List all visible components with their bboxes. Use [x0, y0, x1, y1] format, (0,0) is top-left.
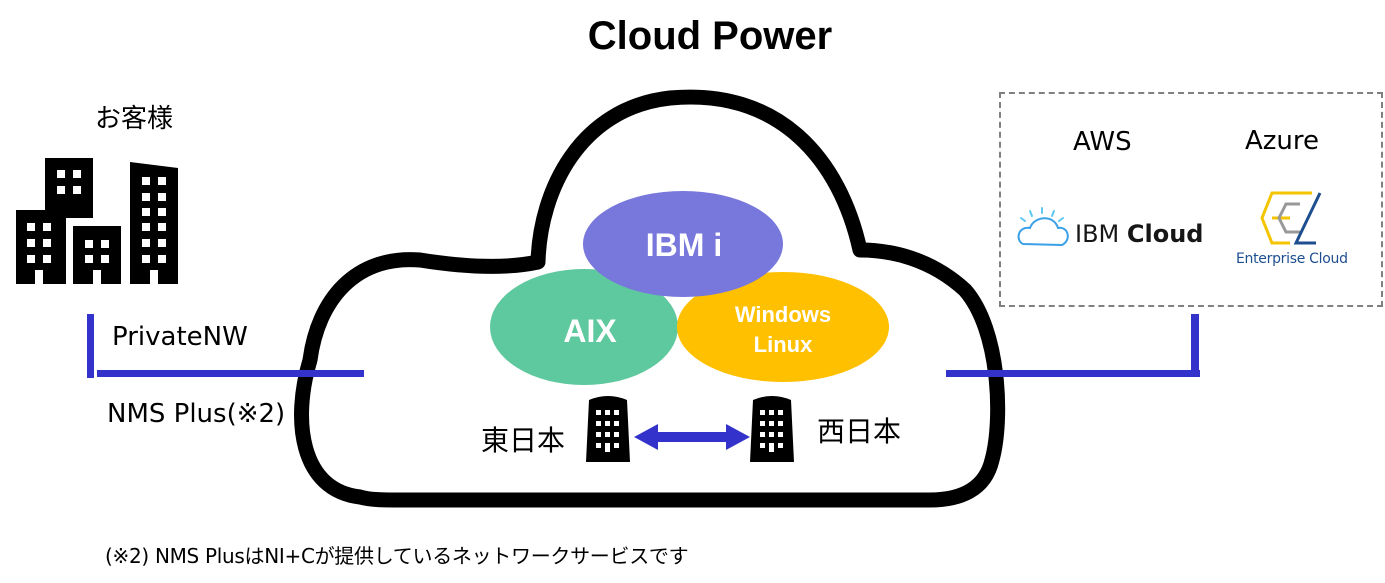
- private-nw-label: PrivateNW: [112, 322, 248, 352]
- footnote: (※2) NMS PlusはNI+Cが提供しているネットワークサービスです: [105, 544, 689, 568]
- east-datacenter-icon: [586, 396, 630, 462]
- office-buildings-icon: [16, 158, 178, 284]
- aix-label: AIX: [563, 313, 617, 349]
- enterprise-cloud-wordmark: Enterprise Cloud: [1236, 251, 1348, 267]
- customer-label: お客様: [95, 104, 174, 134]
- linux-label: Linux: [754, 332, 813, 357]
- ibm-i-label: IBM i: [646, 227, 722, 263]
- azure-label: Azure: [1245, 126, 1320, 156]
- windows-linux-oval: [677, 272, 889, 382]
- ibm-i-oval: [583, 191, 783, 297]
- windows-label: Windows: [735, 302, 831, 327]
- enterprise-cloud-logo-icon: [1260, 191, 1322, 245]
- ibm-cloud-suffix: Cloud: [1126, 220, 1204, 248]
- aws-label: AWS: [1073, 127, 1132, 157]
- ibm-cloud-wordmark: IBM Cloud: [1075, 220, 1203, 248]
- nms-plus-label: NMS Plus(※2): [107, 399, 286, 429]
- east-japan-label: 東日本: [481, 424, 566, 457]
- double-arrow-icon: [634, 424, 750, 450]
- provider-network-line: [946, 314, 1200, 377]
- west-datacenter-icon: [750, 396, 794, 462]
- private-network-line: [87, 314, 364, 378]
- ibm-cloud-logo-icon: [1017, 207, 1069, 247]
- aix-oval: [490, 269, 678, 385]
- diagram-title: Cloud Power: [587, 14, 833, 58]
- west-japan-label: 西日本: [817, 415, 902, 448]
- external-cloud-providers-box: [999, 92, 1383, 307]
- ibm-cloud-prefix: IBM: [1075, 220, 1120, 248]
